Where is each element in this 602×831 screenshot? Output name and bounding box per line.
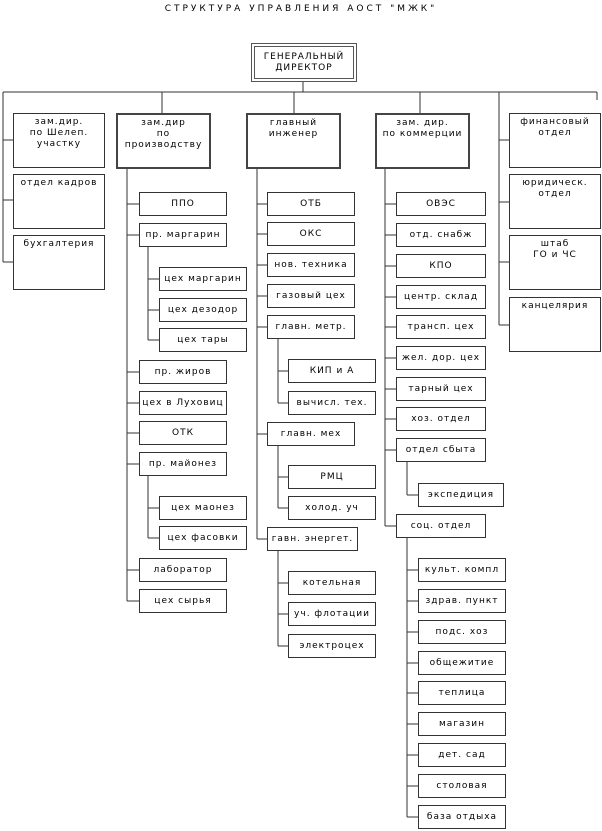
general-director-label: ГЕНЕРАЛЬНЫЙ ДИРЕКТОР — [263, 51, 345, 73]
production-item: цех маонез — [159, 496, 247, 520]
commerce-item: здрав. пункт — [418, 589, 506, 613]
commerce-item: столовая — [418, 774, 506, 798]
production-item: ОТК — [139, 421, 227, 445]
commerce-item: ОВЭС — [396, 192, 486, 216]
engineer-item: холод. уч — [288, 496, 376, 520]
production-item: цех сырья — [139, 589, 227, 613]
commerce-item: отдел сбыта — [396, 438, 486, 462]
engineer-item: КИП и А — [288, 359, 376, 383]
legal-department-box: юридическ. отдел — [509, 174, 601, 229]
production-item: ППО — [139, 192, 227, 216]
engineer-item: РМЦ — [288, 465, 376, 489]
commerce-item: тарный цех — [396, 377, 486, 401]
commerce-item: культ. компл — [418, 558, 506, 582]
deputy-shelep-box: зам.дир. по Шелеп. участку — [13, 113, 105, 168]
production-item: лаборатор — [139, 558, 227, 582]
engineer-item: газовый цех — [267, 284, 355, 308]
finance-department-box: финансовый отдел — [509, 113, 601, 168]
engineer-item: ОКС — [267, 222, 355, 246]
engineer-item: главн. мех — [267, 422, 355, 446]
commerce-item: центр. склад — [396, 285, 486, 309]
engineer-item: вычисл. тех. — [288, 391, 376, 415]
commerce-item: КПО — [396, 254, 486, 278]
commerce-item: база отдыха — [418, 805, 506, 829]
production-item: цех тары — [159, 328, 247, 352]
engineer-item: главн. метр. — [267, 315, 355, 339]
engineer-item: электроцех — [288, 634, 376, 658]
chart-title: СТРУКТУРА УПРАВЛЕНИЯ АОСТ "МЖК" — [164, 4, 438, 14]
production-item: пр. маргарин — [139, 223, 227, 247]
engineer-item: ОТБ — [267, 192, 355, 216]
commerce-item: магазин — [418, 712, 506, 736]
commerce-item: подс. хоз — [418, 620, 506, 644]
commerce-item: экспедиция — [418, 483, 504, 507]
commerce-item: трансп. цех — [396, 315, 486, 339]
production-item: цех в Луховиц — [139, 391, 227, 415]
general-director-box: ГЕНЕРАЛЬНЫЙ ДИРЕКТОР — [251, 43, 357, 82]
commerce-head-box: зам. дир. по коммерции — [375, 113, 470, 169]
production-item: пр. майонез — [139, 452, 227, 476]
production-item: пр. жиров — [139, 360, 227, 384]
commerce-item: отд. снабж — [396, 223, 486, 247]
commerce-item: жел. дор. цех — [396, 346, 486, 370]
engineer-item: уч. флотации — [288, 602, 376, 626]
commerce-item: общежитие — [418, 651, 506, 675]
engineer-item: котельная — [288, 571, 376, 595]
engineer-item: гавн. энергет. — [267, 527, 358, 551]
production-item: цех фасовки — [159, 526, 247, 550]
chief-engineer-box: главный инженер — [246, 113, 341, 169]
production-item: цех дезодор — [159, 298, 247, 322]
accounting-box: бухгалтерия — [13, 235, 105, 290]
commerce-item: хоз. отдел — [396, 407, 486, 431]
hr-department-box: отдел кадров — [13, 174, 105, 229]
chancellery-box: канцелярия — [509, 297, 601, 352]
commerce-item: теплица — [418, 681, 506, 705]
production-item: цех маргарин — [159, 267, 247, 291]
civil-defense-box: штаб ГО и ЧС — [509, 235, 601, 290]
commerce-item: дет. сад — [418, 743, 506, 767]
engineer-item: нов. техника — [267, 253, 355, 277]
production-head-box: зам.дир по производству — [116, 113, 211, 169]
commerce-item: соц. отдел — [396, 514, 486, 538]
